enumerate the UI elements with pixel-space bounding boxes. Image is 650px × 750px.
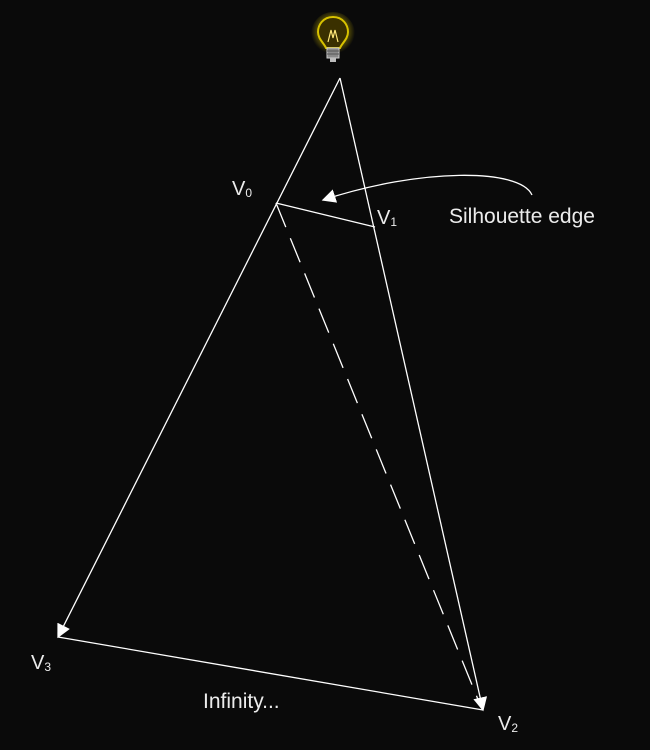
ray-light-to-v3 <box>57 77 341 639</box>
dashed-diagonal-v0-v2 <box>275 202 480 703</box>
vertex-label-v2: V2 <box>498 713 518 735</box>
ray-light-to-v2 <box>339 77 488 712</box>
vertex-label-v3: V3 <box>31 652 51 674</box>
vertex-label-v1: V1 <box>377 207 397 229</box>
light-bulb-icon <box>311 12 355 62</box>
silhouette-edge-label: Silhouette edge <box>449 205 595 228</box>
infinity-label: Infinity... <box>203 690 280 713</box>
vertex-label-v0: V0 <box>232 178 252 200</box>
silhouette-pointer-arrow <box>321 174 533 203</box>
silhouette-edge-line <box>275 202 376 228</box>
far-edge-v3-v2 <box>57 636 484 711</box>
